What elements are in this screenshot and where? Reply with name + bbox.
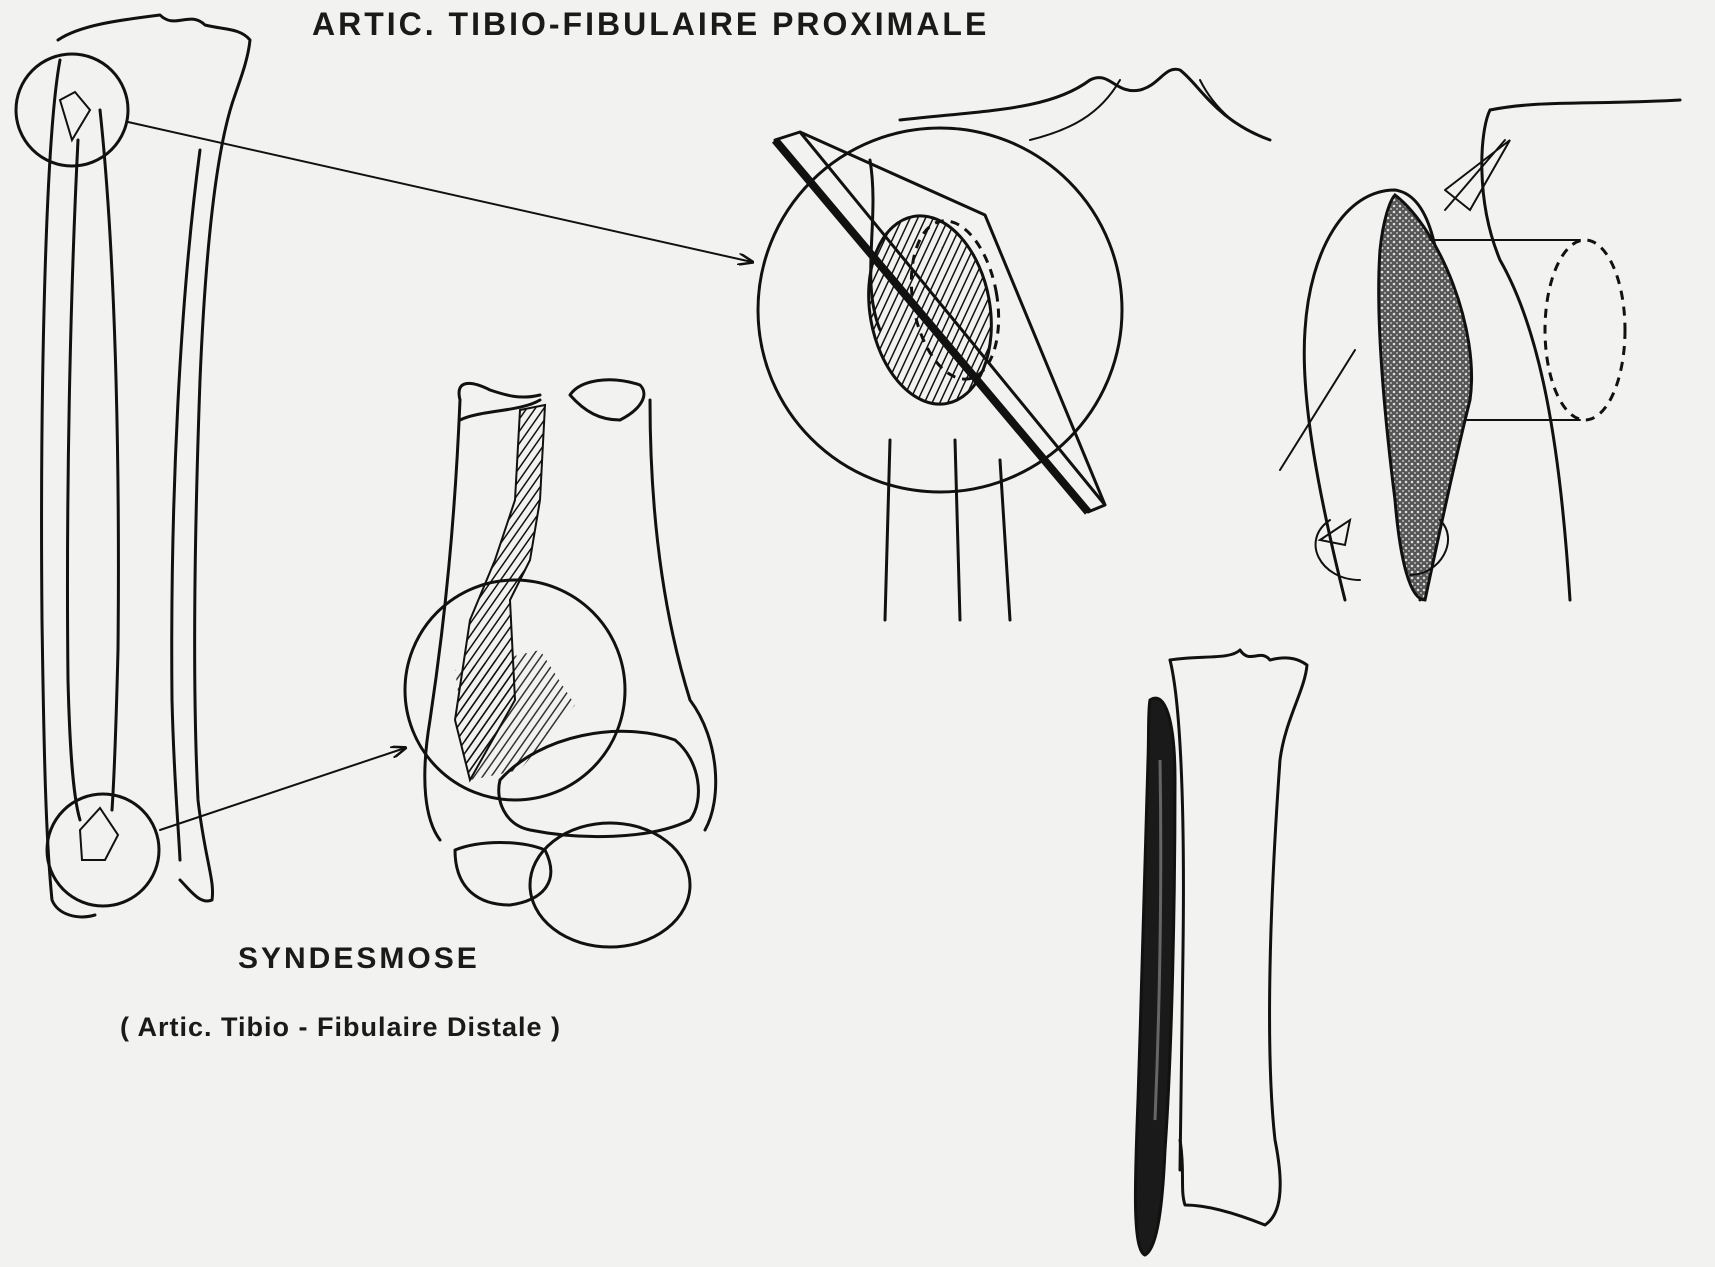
- distal-joint-detail: [80, 808, 118, 860]
- arrow-to-proximal-detail: [128, 122, 752, 262]
- oblique-axis-line: [1280, 350, 1355, 470]
- syndesmosis-detail: [405, 380, 716, 947]
- calcaneus-outline: [530, 823, 690, 947]
- proximal-joint-circle: [16, 54, 128, 166]
- leg-bones-overview: [16, 15, 250, 917]
- talus-neck: [455, 843, 551, 906]
- rotation-arrow-top: [1445, 140, 1510, 210]
- tibia-fibula-lateral-view: [1135, 650, 1307, 1255]
- tibial-margin-line: [1482, 100, 1680, 600]
- fibula-head-detail-view: [1280, 100, 1680, 600]
- bone-cross-section-right: [570, 380, 644, 420]
- tibia-outline: [58, 15, 250, 901]
- ligament-wedge: [455, 650, 575, 780]
- fibula-inner-line: [67, 140, 80, 820]
- fibular-facet-shading: [1379, 195, 1472, 600]
- proximal-joint-detail: [758, 69, 1270, 620]
- fibula-lateral-shaded: [1135, 698, 1175, 1255]
- joint-surface-dashed: [1545, 240, 1625, 420]
- fibula-head-detail: [60, 92, 90, 140]
- femoral-condyle-contour-2: [1030, 80, 1265, 140]
- tibia-lateral-outline: [1170, 650, 1307, 1225]
- fibula-shaft-line: [100, 110, 118, 810]
